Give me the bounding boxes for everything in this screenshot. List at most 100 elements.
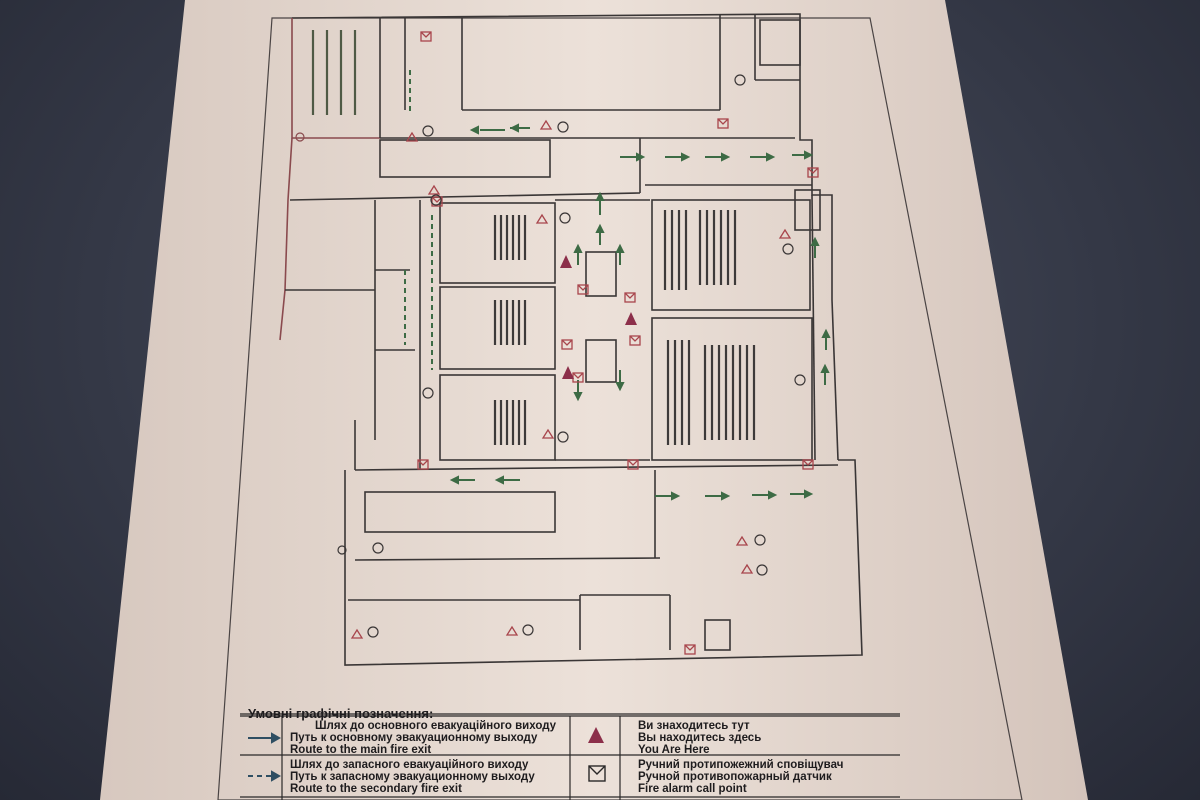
extinguisher-14 — [522, 624, 534, 636]
route-arrow-north-4 — [665, 152, 691, 162]
legend-row-3-line-3: You Are Here — [638, 744, 710, 756]
extinguisher-3 — [734, 74, 746, 86]
route-arrow-north-2 — [509, 123, 530, 133]
triangle-2 — [539, 119, 553, 130]
alarm-point-12 — [802, 459, 814, 470]
secondary-exit-routes — [404, 70, 433, 370]
route-arrow-lobby-1 — [595, 191, 605, 215]
legend-row-2-line-2: Путь к запасному эвакуационному выходу — [290, 771, 535, 783]
seating-rows — [311, 30, 756, 445]
extinguisher-8 — [794, 374, 806, 386]
route-arrow-south-2 — [494, 475, 520, 485]
floor-plan — [279, 13, 863, 666]
route-arrow-east-1 — [810, 236, 820, 258]
seats-hall-west-3 — [493, 400, 527, 445]
you-are-here-markers — [560, 255, 637, 379]
alarm-point-7 — [561, 339, 573, 350]
legend-row-2-line-1: Шлях до запасного евакуаційного виходу — [290, 759, 529, 771]
alarm-point-6 — [624, 292, 636, 303]
extinguisher-15 — [337, 545, 347, 555]
route-arrow-south-3 — [655, 491, 681, 501]
alarm-point-13 — [684, 644, 696, 655]
corridor-north-box — [379, 139, 551, 178]
route-arrow-south-6 — [790, 489, 814, 499]
extinguisher-10 — [372, 542, 384, 554]
service-room — [704, 619, 731, 651]
route-arrow-lobby-6 — [615, 370, 625, 392]
triangle-8 — [740, 563, 754, 574]
legend-you-are-here-icon — [588, 727, 604, 743]
extinguisher-11 — [754, 534, 766, 546]
extinguisher-12 — [756, 564, 768, 576]
legend-table — [240, 713, 900, 800]
triangle-4 — [535, 213, 549, 224]
route-arrow-north-5 — [705, 152, 731, 162]
route-arrow-south-4 — [705, 491, 731, 501]
exterior-wall-top — [291, 13, 833, 300]
triangle-3 — [427, 184, 441, 195]
legend-row-3-line-1: Ви знаходитесь тут — [638, 720, 750, 732]
legend-row-2-line-3: Route to the secondary fire exit — [290, 783, 462, 795]
route-arrow-north-1 — [469, 125, 505, 135]
triangle-1 — [405, 131, 419, 142]
route-arrow-north-6 — [750, 152, 776, 162]
alarm-point-2 — [717, 118, 729, 129]
triangle-9 — [350, 628, 364, 639]
hall-west-2 — [439, 286, 556, 370]
route-arrow-lobby-4 — [615, 243, 625, 265]
you-are-here-marker-2 — [625, 312, 637, 325]
fire-extinguishers — [295, 74, 806, 638]
extinguisher-6 — [782, 243, 794, 255]
extinguisher-4 — [430, 194, 442, 206]
route-arrow-south-1 — [449, 475, 475, 485]
you-are-here-marker-3 — [562, 366, 574, 379]
legend-row-3-line-2: Вы находитесь здесь — [638, 732, 762, 744]
route-arrow-lobby-2 — [595, 223, 605, 245]
extinguisher-9 — [557, 431, 569, 443]
legend-alarm-icon — [588, 765, 606, 782]
triangle-5 — [778, 228, 792, 239]
legend-icons — [248, 727, 606, 782]
hall-west-3 — [439, 374, 556, 461]
stair-north — [794, 189, 821, 231]
alarm-point-5 — [577, 284, 589, 295]
legend-row-1-line-1: Шлях до основного евакуаційного виходу — [315, 720, 557, 732]
fire-alarm-call-points — [417, 31, 819, 655]
extinguisher-16 — [295, 132, 305, 142]
alarm-point-1 — [420, 31, 432, 42]
extinguisher-5 — [559, 212, 571, 224]
alarm-point-10 — [417, 459, 429, 470]
route-arrow-east-2 — [820, 363, 830, 385]
route-arrow-east-3 — [821, 328, 831, 350]
triangle-7 — [735, 535, 749, 546]
legend-row-4-line-3: Fire alarm call point — [638, 783, 747, 795]
route-arrow-north-3 — [620, 152, 646, 162]
extinguisher-2 — [557, 121, 569, 133]
paper-sheet — [100, 0, 1088, 800]
corridor-south-box — [364, 491, 556, 533]
warning-triangles — [350, 119, 792, 639]
alarm-point-11 — [627, 459, 639, 470]
toilet-block-ne — [759, 19, 801, 66]
seats-hall-west-1 — [493, 215, 527, 260]
seats-hall-west-2 — [493, 300, 527, 345]
extinguisher-13 — [367, 626, 379, 638]
extinguisher-1 — [422, 125, 434, 137]
extinguisher-7 — [422, 387, 434, 399]
legend-solid-arrow-icon — [248, 732, 282, 744]
legend-row-4-line-1: Ручний протипожежний сповіщувач — [638, 759, 844, 771]
alarm-point-8 — [629, 335, 641, 346]
exterior-wall-left-mid — [279, 137, 293, 341]
seats-hall-east-2 — [666, 340, 756, 445]
route-arrow-south-5 — [752, 490, 778, 500]
hall-west-1 — [439, 202, 556, 284]
racks-nw — [311, 30, 357, 115]
exterior-wall-lower — [344, 459, 863, 666]
legend-row-1-line-2: Путь к основному эвакуационному выходу — [290, 732, 538, 744]
you-are-here-marker-1 — [560, 255, 572, 268]
route-arrow-lobby-3 — [573, 243, 583, 265]
alarm-point-3 — [807, 167, 819, 178]
triangle-10 — [505, 625, 519, 636]
legend-dashed-arrow-icon — [248, 770, 282, 782]
